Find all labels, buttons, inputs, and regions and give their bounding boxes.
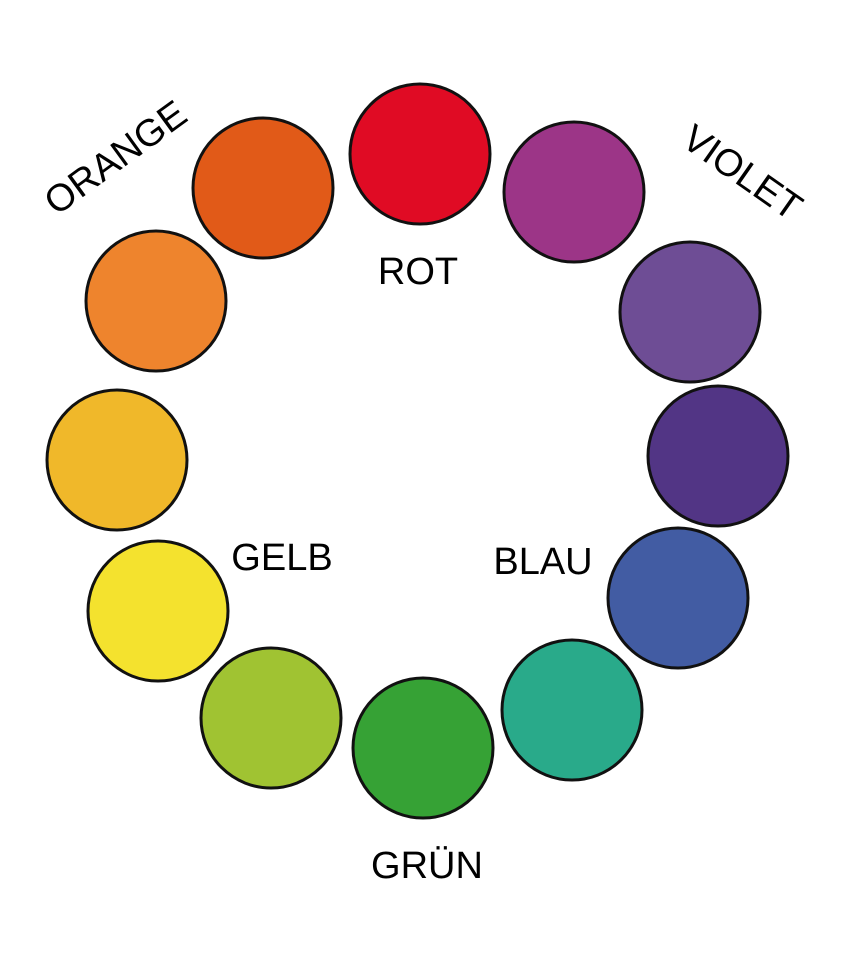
color-swatch [502,120,646,264]
color-swatch [45,388,189,532]
color-swatch [500,638,644,782]
label-violet: VIOLET [674,117,809,229]
label-gruen: GRÜN [371,845,483,887]
color-swatch [191,116,335,260]
color-swatch [606,526,750,670]
color-swatch [348,82,492,226]
label-blau: BLAU [493,541,592,583]
color-swatch [646,384,790,528]
color-swatch [351,676,495,820]
label-orange: ORANGE [37,93,195,224]
label-rot: ROT [378,251,458,293]
color-swatch [199,646,343,790]
color-swatch [86,539,230,683]
color-swatch [84,229,228,373]
label-gelb: GELB [231,537,332,579]
swatch-group [45,82,790,820]
color-swatch [618,240,762,384]
